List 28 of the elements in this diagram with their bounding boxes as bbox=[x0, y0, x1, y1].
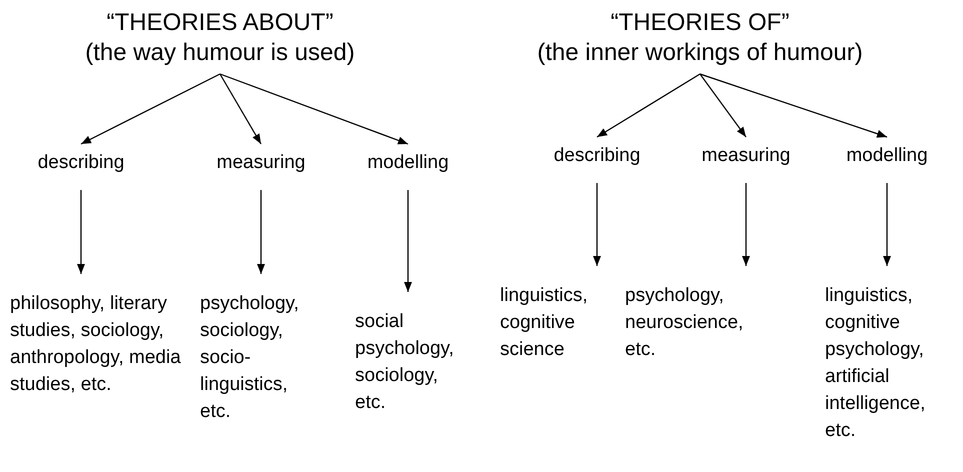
discipline-list: psychology, neuroscience, etc. bbox=[625, 282, 755, 363]
discipline-list: linguistics, cognitive science bbox=[500, 282, 610, 363]
theory-heading: “THEORIES OF” bbox=[610, 8, 790, 38]
discipline-list: social psychology, sociology, etc. bbox=[355, 308, 470, 416]
arrow bbox=[700, 74, 746, 138]
arrow bbox=[257, 190, 265, 274]
theory-heading: “THEORIES ABOUT” bbox=[106, 8, 334, 38]
arrow bbox=[883, 183, 891, 266]
discipline-list: linguistics, cognitive psychology, artificial intelligence, etc. bbox=[825, 282, 955, 444]
activity-label: describing bbox=[552, 144, 642, 168]
arrow bbox=[593, 183, 601, 266]
arrow bbox=[220, 73, 408, 145]
arrow bbox=[742, 183, 750, 266]
theory-subtitle: (the way humour is used) bbox=[84, 38, 356, 68]
arrow bbox=[700, 73, 888, 138]
discipline-list: psychology, sociology, socio- linguistics, etc. bbox=[200, 290, 320, 425]
arrow bbox=[77, 190, 85, 274]
theory-subtitle: (the inner workings of humour) bbox=[536, 38, 864, 68]
activity-label: measuring bbox=[216, 151, 306, 175]
arrow bbox=[596, 73, 700, 138]
activity-label: measuring bbox=[700, 144, 792, 168]
arrow bbox=[80, 73, 220, 145]
arrow bbox=[219, 74, 262, 144]
activity-label: describing bbox=[36, 151, 126, 175]
activity-label: modelling bbox=[366, 151, 450, 175]
discipline-list: philosophy, literary studies, sociology, anthropology, media studies, etc. bbox=[10, 290, 190, 398]
activity-label: modelling bbox=[845, 144, 929, 168]
arrow bbox=[404, 190, 412, 292]
